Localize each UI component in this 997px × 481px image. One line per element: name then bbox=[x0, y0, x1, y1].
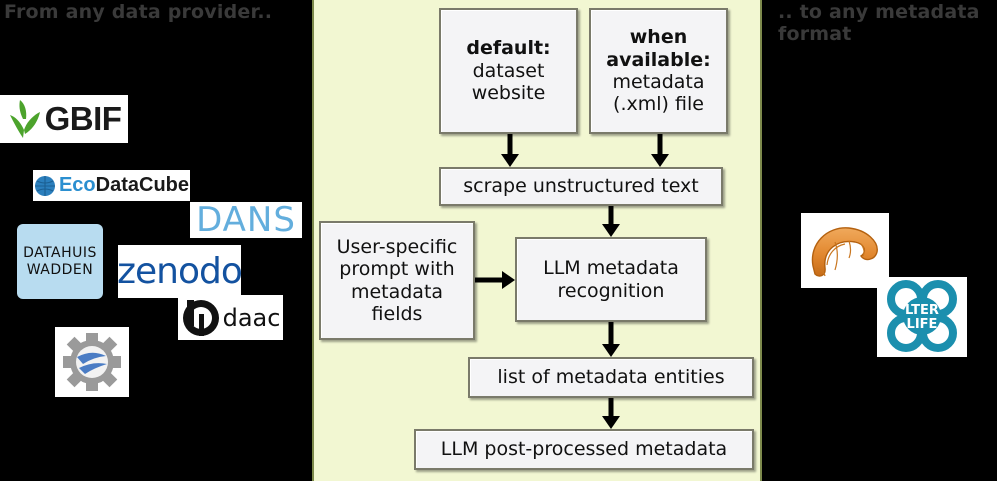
arrow-default-to-scrape bbox=[500, 134, 520, 167]
logo-gbif: GBIF bbox=[0, 95, 128, 143]
globe-icon bbox=[34, 175, 56, 197]
llm-recognition-line1: LLM metadata bbox=[543, 257, 679, 280]
logo-lter-life: LTER LIFE bbox=[877, 277, 967, 357]
arrow-scrape-to-llm bbox=[601, 206, 621, 237]
default-source-emphasis: default: bbox=[466, 37, 551, 60]
arrow-shaft bbox=[608, 206, 614, 224]
zenodo-wordmark: zenodo bbox=[118, 251, 241, 292]
lpdaac-wordmark: daac bbox=[222, 303, 281, 332]
node-entity-list[interactable]: list of metadata entities bbox=[468, 357, 754, 398]
lterlife-flower-icon: LTER LIFE bbox=[879, 279, 965, 355]
logo-datahuis-wadden: DATAHUIS WADDEN bbox=[17, 224, 103, 299]
node-scrape-unstructured-text[interactable]: scrape unstructured text bbox=[439, 167, 723, 206]
datahuis-line1: DATAHUIS bbox=[23, 245, 97, 262]
gbif-wordmark: GBIF bbox=[44, 100, 122, 137]
arrow-head bbox=[602, 224, 620, 237]
left-caption: From any data provider.. bbox=[4, 1, 273, 23]
node-post-processed-metadata[interactable]: LLM post-processed metadata bbox=[414, 429, 754, 470]
dans-wordmark: DANS bbox=[196, 202, 296, 238]
arrow-llm-to-entity-list bbox=[601, 322, 621, 357]
right-caption: .. to any metadata format bbox=[778, 1, 980, 45]
arrow-entity-list-to-post-processed bbox=[601, 398, 621, 429]
arrow-shaft bbox=[475, 277, 503, 283]
arrow-head bbox=[502, 271, 515, 289]
arrow-xml-to-scrape bbox=[650, 134, 670, 167]
ecodatacube-part-data: Data bbox=[95, 174, 140, 196]
svg-text:LIFE: LIFE bbox=[907, 317, 938, 332]
default-source-line2: dataset bbox=[472, 59, 545, 82]
post-processed-label: LLM post-processed metadata bbox=[440, 438, 728, 461]
arrow-head bbox=[602, 344, 620, 357]
datahuis-line2: WADDEN bbox=[26, 261, 94, 278]
pipeline-panel: default: dataset website when available:… bbox=[312, 0, 762, 481]
ecodatacube-wordmark: EcoDataCube bbox=[59, 174, 189, 197]
ecodatacube-part-cube: Cube bbox=[139, 174, 190, 196]
arrow-head bbox=[501, 154, 519, 167]
node-user-prompt[interactable]: User-specific prompt with metadata field… bbox=[319, 221, 475, 340]
xml-source-line4: (.xml) file bbox=[613, 93, 704, 116]
lp-monogram-icon bbox=[181, 298, 221, 338]
node-llm-metadata-recognition[interactable]: LLM metadata recognition bbox=[515, 237, 707, 322]
arrow-shaft bbox=[657, 134, 663, 154]
datahuis-wordmark: DATAHUIS WADDEN bbox=[23, 245, 97, 277]
arrow-shaft bbox=[608, 398, 614, 416]
logo-croissant bbox=[801, 213, 889, 288]
gear-globe-icon bbox=[61, 331, 123, 393]
user-prompt-line2: prompt with bbox=[339, 258, 455, 281]
node-default-source[interactable]: default: dataset website bbox=[439, 8, 578, 134]
ecodatacube-part-eco: Eco bbox=[58, 174, 96, 196]
xml-source-line3: metadata bbox=[612, 71, 705, 93]
arrow-prompt-to-llm bbox=[475, 270, 515, 290]
xml-source-emphasis-line1: when bbox=[629, 26, 688, 49]
default-source-line3: website bbox=[471, 82, 546, 105]
user-prompt-line3: metadata bbox=[350, 280, 444, 303]
arrow-shaft bbox=[608, 322, 614, 344]
logo-lp-daac: daac bbox=[178, 295, 283, 340]
gbif-leaf-icon bbox=[7, 99, 41, 139]
entity-list-label: list of metadata entities bbox=[497, 366, 725, 389]
scrape-label: scrape unstructured text bbox=[463, 175, 699, 198]
user-prompt-line1: User-specific bbox=[336, 235, 458, 258]
logo-geoserver bbox=[55, 327, 129, 397]
llm-recognition-line2: recognition bbox=[557, 279, 665, 302]
arrow-shaft bbox=[507, 134, 513, 154]
svg-text:LTER: LTER bbox=[905, 303, 939, 318]
xml-source-emphasis-line2: available: bbox=[606, 48, 711, 71]
arrow-head bbox=[602, 416, 620, 429]
arrow-head bbox=[651, 154, 669, 167]
croissant-icon bbox=[805, 218, 885, 284]
user-prompt-line4: fields bbox=[371, 302, 423, 325]
logo-zenodo: zenodo bbox=[118, 245, 241, 298]
logo-ecodatacube: EcoDataCube bbox=[33, 170, 190, 201]
logo-dans: DANS bbox=[190, 202, 302, 238]
node-xml-source[interactable]: when available: metadata (.xml) file bbox=[589, 8, 728, 134]
